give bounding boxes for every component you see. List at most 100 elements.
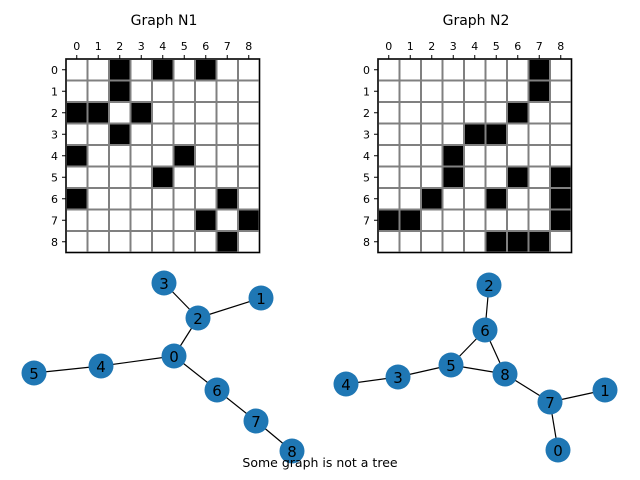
matrix-cell [172, 58, 196, 82]
matrix-cell [463, 122, 487, 146]
x-tick-label: 3 [450, 40, 457, 53]
matrix-cell [506, 165, 530, 189]
matrix-cell [398, 79, 422, 103]
graph-node-label: 8 [287, 443, 297, 461]
x-tick-label: 7 [536, 40, 543, 53]
matrix-cell [172, 144, 196, 168]
matrix-cell [398, 101, 422, 125]
graph-node [492, 361, 518, 387]
graph-node-label: 3 [159, 275, 169, 293]
matrix-cell [506, 101, 530, 125]
matrix-cell [108, 208, 132, 232]
matrix-cell [108, 165, 132, 189]
matrix-cell [420, 165, 444, 189]
y-tick-label: 1 [51, 85, 58, 98]
matrix-cell [420, 230, 444, 254]
graph-node-label: 7 [545, 394, 555, 412]
matrix-cell [108, 79, 132, 103]
matrix-cell [484, 101, 508, 125]
matrix-cell [484, 58, 508, 82]
matrix-cell [398, 58, 422, 82]
matrix-cell [129, 208, 153, 232]
matrix-cell [172, 165, 196, 189]
graph-node-label: 2 [484, 277, 494, 295]
matrix-cell [194, 187, 218, 211]
graph-node [537, 389, 563, 415]
matrix-cell [237, 144, 261, 168]
x-tick-label: 5 [181, 40, 188, 53]
matrix-cell [215, 230, 239, 254]
matrix-cell [129, 230, 153, 254]
y-tick-label: 2 [363, 107, 370, 120]
y-tick-label: 8 [51, 236, 58, 249]
matrix-cell [420, 187, 444, 211]
matrix-cell [377, 79, 401, 103]
graph-node [204, 377, 230, 403]
x-tick-label: 7 [224, 40, 231, 53]
matrix-cell [86, 58, 110, 82]
matrix-cell [441, 187, 465, 211]
matrix-cell [463, 79, 487, 103]
matrix-cell [484, 165, 508, 189]
y-tick-label: 2 [51, 107, 58, 120]
matrix-cell [527, 101, 551, 125]
matrix-cell [129, 79, 153, 103]
matrix-cell [420, 122, 444, 146]
matrix-cell [172, 79, 196, 103]
matrix-cell [215, 208, 239, 232]
matrix-cell [506, 58, 530, 82]
matrix-cell [506, 79, 530, 103]
matrix-cell [129, 58, 153, 82]
matrix-cell [420, 58, 444, 82]
matrix-cell [65, 79, 89, 103]
matrix-cell [527, 144, 551, 168]
matrix-cell [463, 101, 487, 125]
graph-node-label: 7 [251, 413, 261, 431]
matrix-cell [215, 122, 239, 146]
matrix-cell [151, 187, 175, 211]
matrix-cell [549, 230, 573, 254]
matrix-cell [108, 122, 132, 146]
graph-node-label: 0 [553, 442, 563, 460]
y-tick-label: 6 [363, 193, 370, 206]
matrix-cell [549, 144, 573, 168]
matrix-cell [484, 208, 508, 232]
graph-node-label: 5 [446, 357, 456, 375]
matrix-cell [484, 230, 508, 254]
matrix-cell [420, 79, 444, 103]
matrix-cell [377, 165, 401, 189]
matrix-cell [398, 230, 422, 254]
y-tick-label: 0 [363, 64, 370, 77]
matrix-cell [194, 165, 218, 189]
matrix-cell [463, 208, 487, 232]
y-tick-label: 4 [363, 150, 370, 163]
x-tick-label: 8 [245, 40, 252, 53]
graph-node [385, 364, 411, 390]
matrix-cell [65, 58, 89, 82]
matrix-cell [215, 79, 239, 103]
matrix-cell [506, 208, 530, 232]
matrix-cell [86, 165, 110, 189]
matrix-cell [527, 122, 551, 146]
y-tick-label: 8 [363, 236, 370, 249]
graph-node-label: 1 [256, 290, 266, 308]
matrix-cell [65, 144, 89, 168]
matrix-cell [151, 58, 175, 82]
matrix-cell [215, 187, 239, 211]
matrix-cell [441, 165, 465, 189]
graph-node [279, 438, 305, 464]
graph-node [21, 360, 47, 386]
matrix-cell [86, 230, 110, 254]
matrix-cell [549, 208, 573, 232]
matrix-cell [463, 58, 487, 82]
matrix-cell [237, 101, 261, 125]
matrix-cell [108, 58, 132, 82]
matrix-cell [194, 144, 218, 168]
